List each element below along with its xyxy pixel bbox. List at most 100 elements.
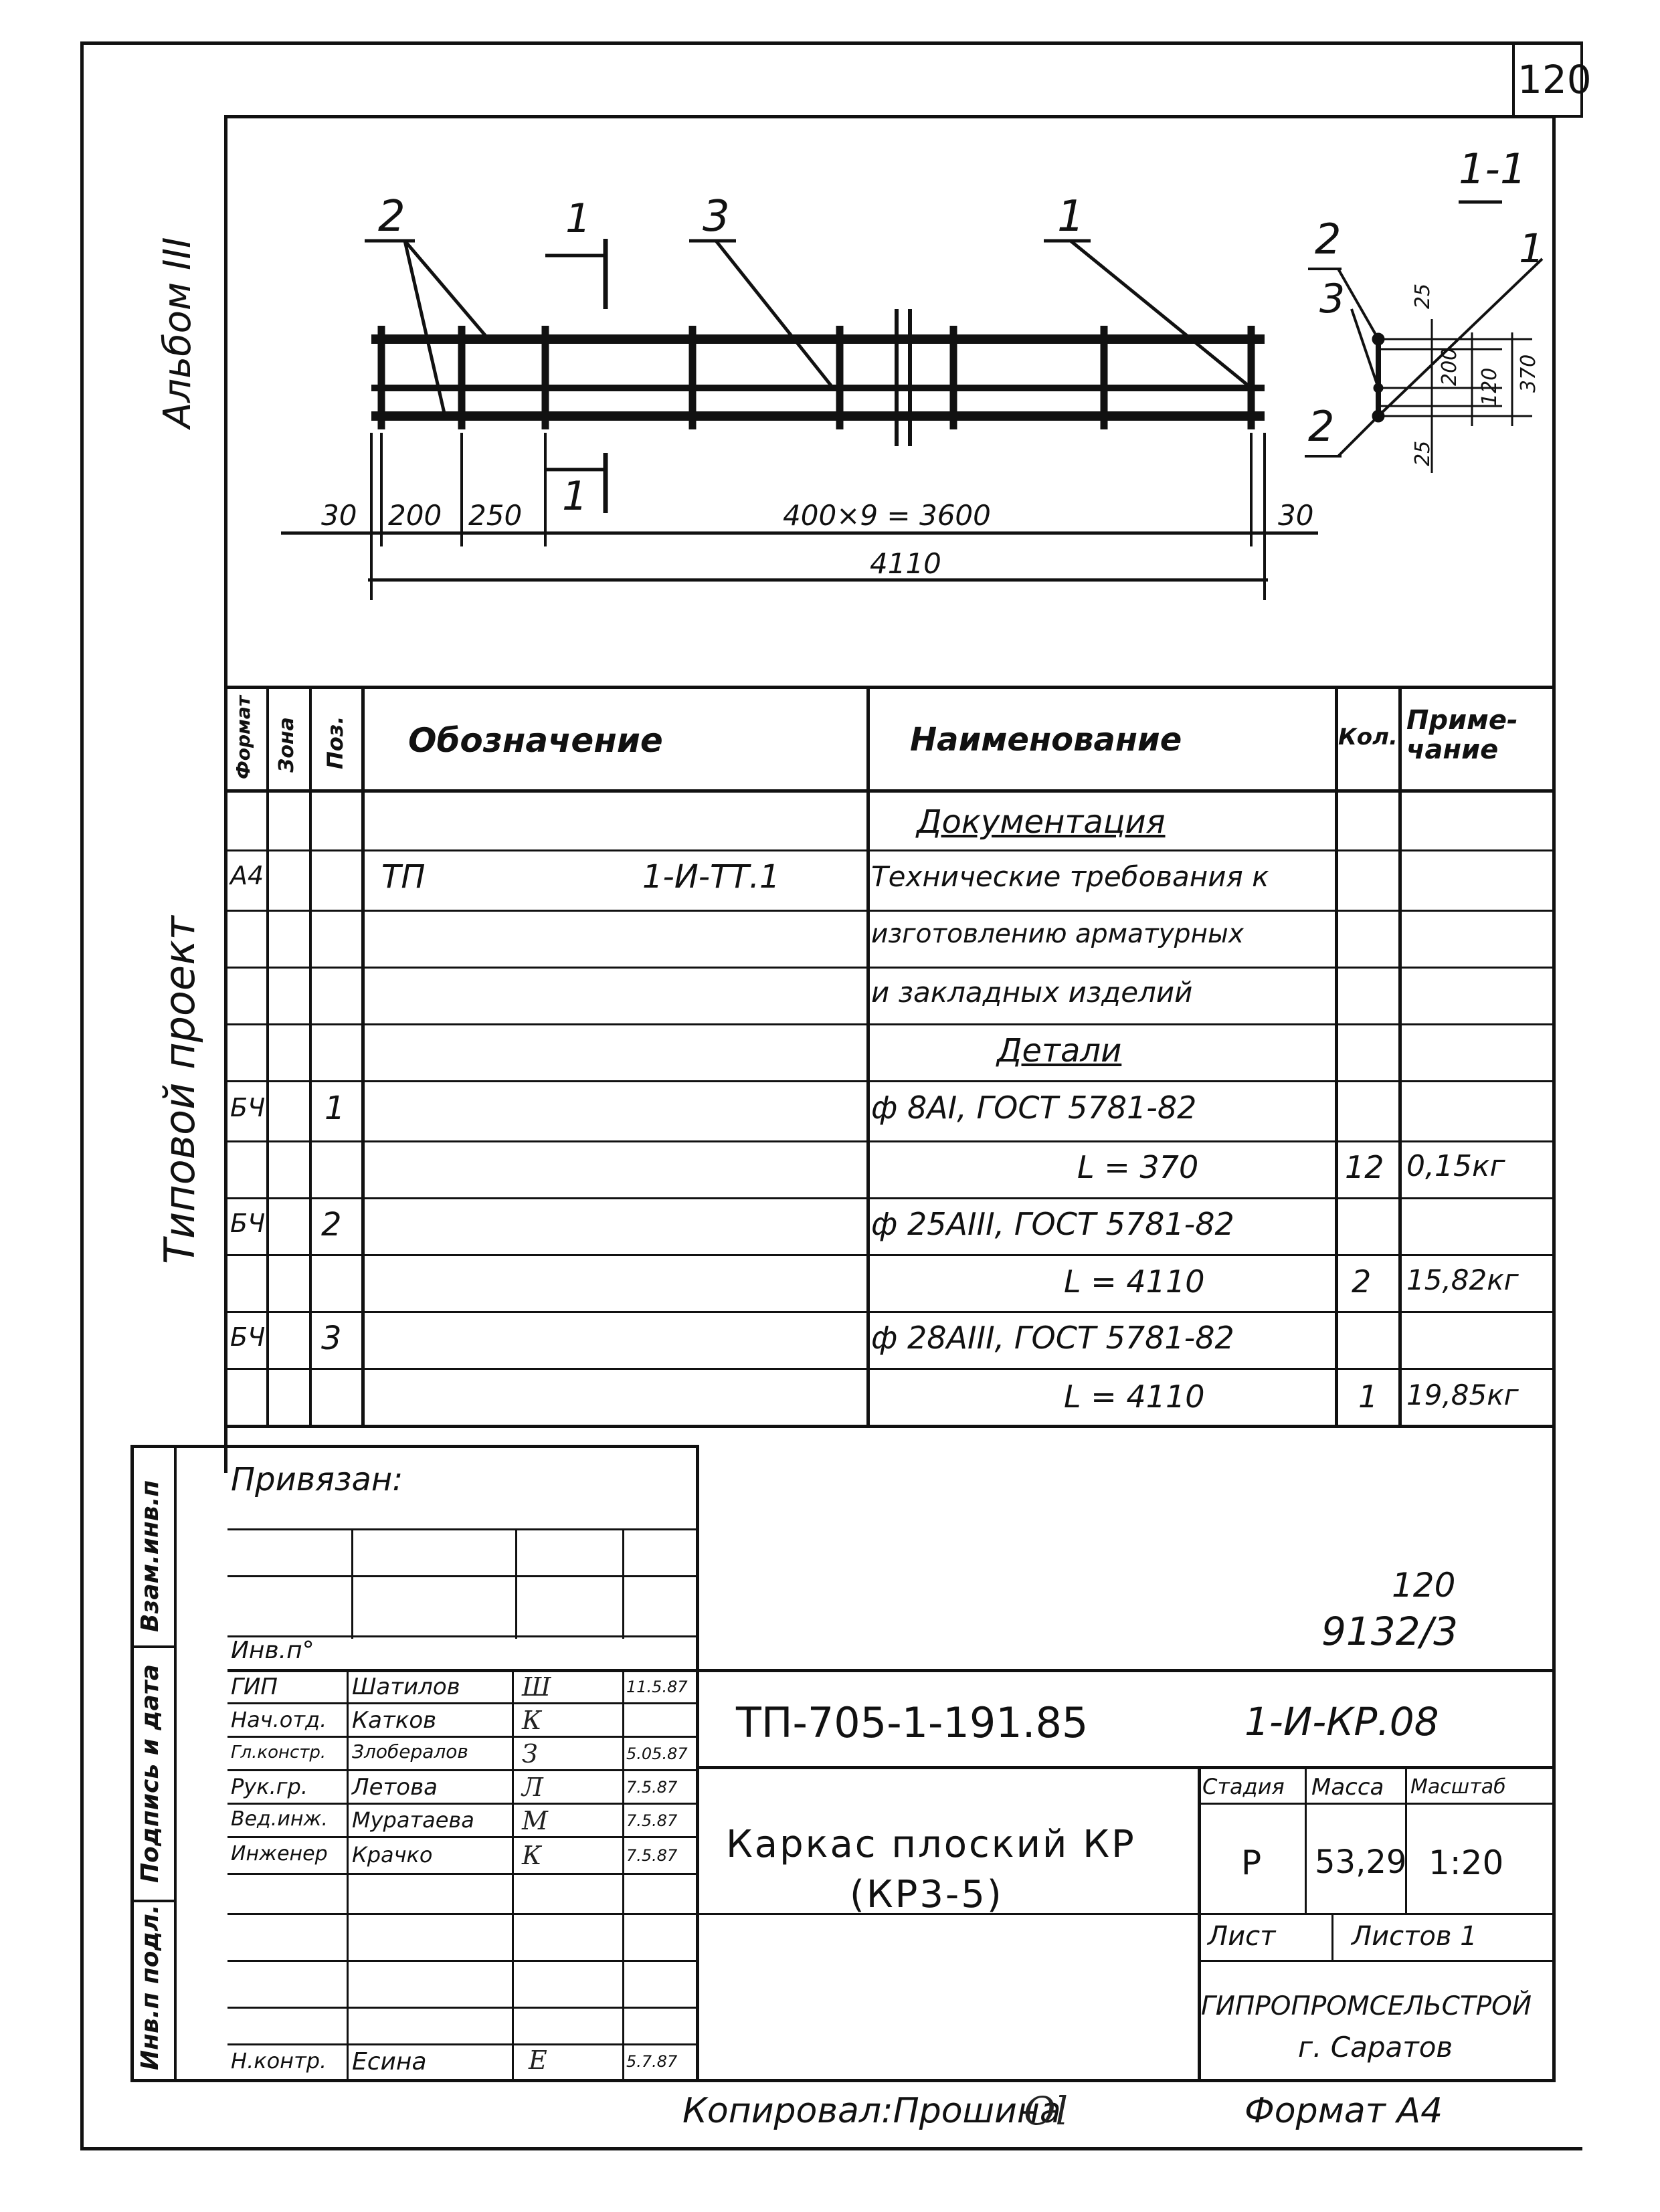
header-qty: Кол. (1338, 724, 1398, 750)
stamp-strip-sep (130, 1900, 177, 1902)
sheet-box-bottom (1512, 115, 1583, 118)
tb-people-row (227, 1960, 699, 1962)
person-date: 11.5.87 (626, 1678, 688, 1696)
row-qty: 12 (1345, 1149, 1384, 1185)
header-zone: Зона (275, 717, 298, 773)
row-name: ф 28АIII, ГОСТ 5781-82 (871, 1320, 1234, 1356)
person-name: Крачко (352, 1842, 433, 1868)
person-role: Рук.гр. (231, 1774, 308, 1799)
col-line (866, 686, 870, 1427)
norm-control-role: Н.контр. (231, 2048, 327, 2074)
callout-pos-2-left: 2 (378, 192, 405, 241)
sheets-label: Листов 1 (1352, 1921, 1477, 1952)
row-name: L = 4110 (1064, 1379, 1205, 1415)
copier-signature: Ol (1024, 2088, 1069, 2134)
row-designation-b: 1-И-ТТ.1 (642, 858, 780, 896)
row-format: БЧ (230, 1209, 266, 1238)
tb-left-right-border (696, 1445, 699, 2080)
mass-label: Масса (1311, 1774, 1384, 1801)
person-name: Злобералов (352, 1740, 468, 1763)
row-line (227, 1368, 1552, 1370)
spec-header-bottom (227, 789, 1552, 793)
row-name: Документация (917, 803, 1166, 841)
stamp-strip-sep (130, 1645, 177, 1648)
stage-label: Стадия (1202, 1774, 1285, 1799)
person-date: 7.5.87 (626, 1846, 678, 1865)
header-designation: Обозначение (408, 721, 663, 760)
album-label: Альбом III (156, 237, 199, 429)
tb-people-row (227, 1803, 699, 1805)
row-note: 15,82кг (1406, 1264, 1519, 1296)
section-callout-3: 3 (1319, 276, 1346, 322)
mass-value: 53,29 (1315, 1843, 1407, 1881)
person-name: Муратаева (352, 1807, 474, 1833)
tb-stage-col (1405, 1766, 1407, 1914)
row-line (227, 967, 1552, 969)
row-line (227, 1311, 1552, 1313)
binding-label: Привязан: (231, 1461, 403, 1498)
tb-people-row (227, 1836, 699, 1838)
norm-control-date: 5.7.87 (626, 2052, 678, 2071)
frame-drawing-svg (281, 200, 1544, 600)
tb-people-row (227, 1702, 699, 1704)
col-line (361, 686, 365, 1427)
inner-frame-right (1552, 115, 1556, 2082)
tb-col (622, 1528, 624, 1639)
organization: ГИПРОПРОМСЕЛЬСТРОЙ (1201, 1991, 1532, 2021)
tb-people-row (227, 2043, 699, 2045)
col-line (266, 686, 269, 1427)
header-format: Формат (232, 695, 254, 779)
outer-frame-left (80, 41, 84, 2150)
title-line1: Каркас плоский КР (726, 1823, 1136, 1866)
header-pos: Поз. (322, 716, 348, 769)
row-name: ф 8АI, ГОСТ 5781-82 (871, 1090, 1197, 1126)
tb-col (515, 1528, 517, 1639)
person-signature: Л (522, 1773, 543, 1802)
person-signature: М (522, 1806, 548, 1835)
col-line (1335, 686, 1338, 1427)
tb-stage-row (1198, 1803, 1552, 1805)
row-name: Детали (997, 1032, 1122, 1070)
row-qty: 1 (1358, 1379, 1378, 1415)
section-mark-top: 1 (565, 195, 591, 242)
row-name: L = 4110 (1064, 1264, 1205, 1300)
person-role: Нач.отд. (231, 1707, 327, 1732)
person-name: Шатилов (352, 1674, 460, 1700)
ref-bottom: 9132/3 (1321, 1609, 1459, 1654)
inner-frame-left (224, 115, 227, 1473)
header-name: Наименование (910, 721, 1182, 759)
tb-title-row (696, 1766, 1552, 1769)
row-name: ф 25АIII, ГОСТ 5781-82 (871, 1206, 1234, 1242)
sec-dim-120: 120 (1478, 367, 1501, 406)
sheet-number: 120 (1517, 57, 1592, 102)
person-signature: Ш (522, 1672, 551, 1702)
person-date: 5.05.87 (626, 1744, 688, 1763)
row-name: L = 370 (1077, 1149, 1199, 1185)
dim-total: 4110 (870, 547, 941, 580)
tb-title-col (1198, 1766, 1201, 2080)
person-role: Гл.констр. (231, 1742, 327, 1763)
norm-control-name: Есина (352, 2048, 427, 2076)
row-line (227, 849, 1552, 851)
spec-table-bottom (227, 1425, 1552, 1428)
norm-control-signature: Е (529, 2045, 547, 2075)
tb-row (227, 1575, 699, 1577)
dim-200: 200 (388, 499, 442, 532)
tb-people-row (227, 1913, 1552, 1915)
row-pos: 2 (321, 1206, 342, 1243)
person-signature: К (522, 1841, 542, 1870)
person-date: 7.5.87 (626, 1811, 678, 1830)
scale-value: 1:20 (1428, 1843, 1504, 1882)
project-code: ТП-705-1-191.85 (736, 1698, 1089, 1747)
row-name: Технические требования к (871, 860, 1269, 893)
row-pos: 1 (325, 1090, 345, 1127)
tb-stage-row (1198, 1960, 1552, 1962)
sec-dim-25-bottom: 25 (1411, 440, 1435, 466)
person-role: Вед.инж. (231, 1807, 328, 1831)
outer-frame-top (80, 41, 1582, 45)
stamp-strip-outer (130, 1445, 134, 2080)
stamp-strip-top (130, 1445, 227, 1448)
row-line (227, 1023, 1552, 1025)
sec-dim-200: 200 (1438, 347, 1461, 386)
row-line (227, 910, 1552, 912)
